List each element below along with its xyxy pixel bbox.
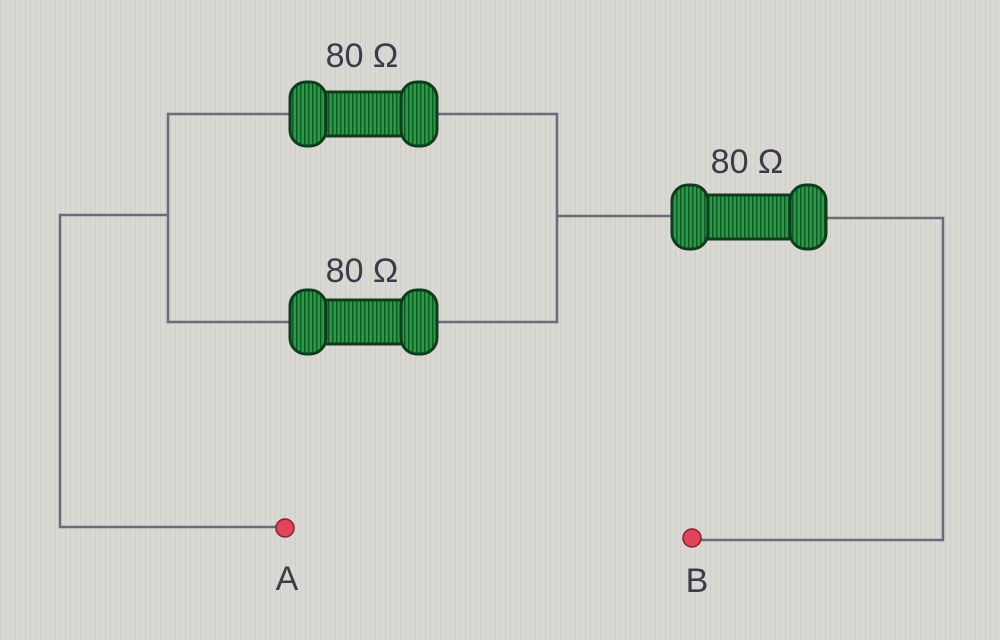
terminal-a-label: A [276, 560, 299, 598]
resistor-right-cap [399, 288, 439, 356]
wire-to-terminal-a [58, 213, 283, 529]
terminal-b-label: B [686, 562, 709, 600]
resistor-top-label: 80 Ω [326, 37, 399, 75]
parallel-loop-wire [166, 112, 290, 324]
resistor-series [670, 183, 828, 251]
resistor-bottom [288, 288, 439, 356]
resistor-series-label: 80 Ω [711, 143, 784, 181]
resistor-top [288, 80, 439, 148]
resistor-body [695, 193, 803, 241]
resistor-body [313, 298, 414, 346]
resistor-bottom-label: 80 Ω [326, 252, 399, 290]
wires [58, 112, 945, 542]
resistor-right-cap [399, 80, 439, 148]
resistor-right-cap [788, 183, 828, 251]
resistor-left-cap [288, 288, 328, 356]
terminal-b-node[interactable] [682, 528, 702, 548]
resistor-left-cap [288, 80, 328, 148]
resistor-left-cap [670, 183, 710, 251]
terminal-a-node[interactable] [275, 518, 295, 538]
wire-to-terminal-b [693, 216, 945, 542]
resistor-body [313, 90, 414, 138]
resistor-labels: 80 Ω 80 Ω 80 Ω [326, 37, 784, 290]
parallel-right-wire [437, 112, 559, 324]
